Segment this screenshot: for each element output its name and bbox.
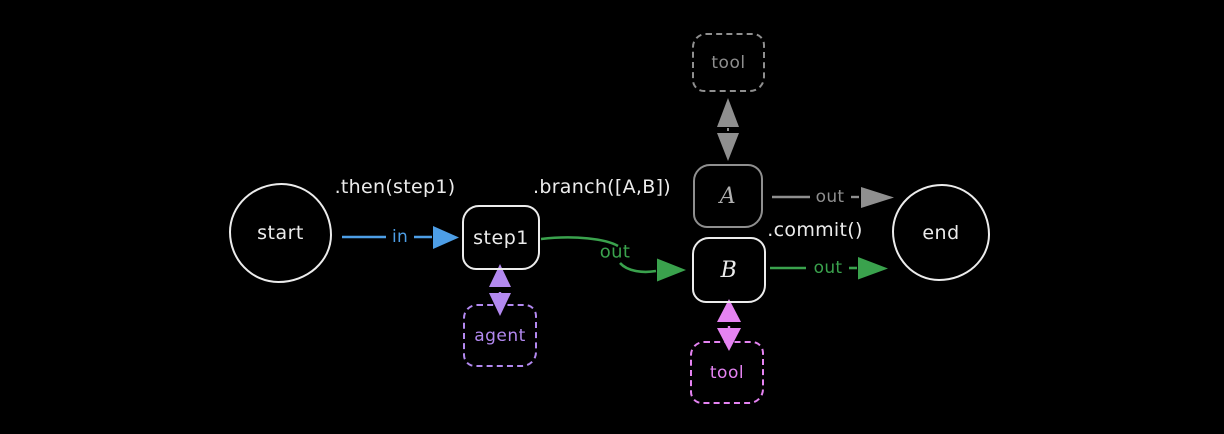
node-agent-label: agent bbox=[474, 325, 526, 346]
edge-label-out-branch: out bbox=[599, 241, 631, 263]
arrowhead-green-branch bbox=[657, 258, 686, 282]
arrowhead-blue bbox=[433, 226, 459, 249]
node-step1: step1 bbox=[462, 205, 540, 270]
node-tool-top-label: tool bbox=[711, 52, 746, 73]
node-agent: agent bbox=[463, 304, 537, 367]
arrowhead-green-out bbox=[858, 257, 888, 280]
edge-label-in: in bbox=[391, 227, 409, 247]
edge-label-out-b: out bbox=[813, 258, 843, 278]
node-tool-top: tool bbox=[692, 33, 765, 92]
node-tool-bottom-label: tool bbox=[709, 362, 745, 383]
arrowhead-gray-up bbox=[717, 98, 739, 127]
node-branch-a: A bbox=[693, 164, 763, 228]
edge-label-branch: .branch([A,B]) bbox=[532, 176, 672, 198]
edge-label-then: .then(step1) bbox=[334, 176, 456, 198]
node-step1-label: step1 bbox=[473, 226, 529, 249]
node-branch-a-label: A bbox=[719, 183, 737, 209]
edge-label-commit: .commit() bbox=[767, 219, 863, 241]
node-start-label: start bbox=[257, 222, 304, 244]
node-tool-bottom: tool bbox=[690, 341, 764, 404]
arrowhead-gray-out bbox=[861, 187, 894, 208]
arrowhead-gray-down bbox=[717, 133, 739, 161]
node-branch-b-label: B bbox=[720, 257, 738, 283]
edge-tool-a-bidirectional bbox=[717, 98, 739, 161]
node-branch-b: B bbox=[692, 237, 766, 303]
node-end-label: end bbox=[922, 221, 960, 244]
edge-label-out-a: out bbox=[815, 187, 845, 207]
node-end: end bbox=[892, 184, 990, 281]
node-start: start bbox=[229, 183, 332, 283]
